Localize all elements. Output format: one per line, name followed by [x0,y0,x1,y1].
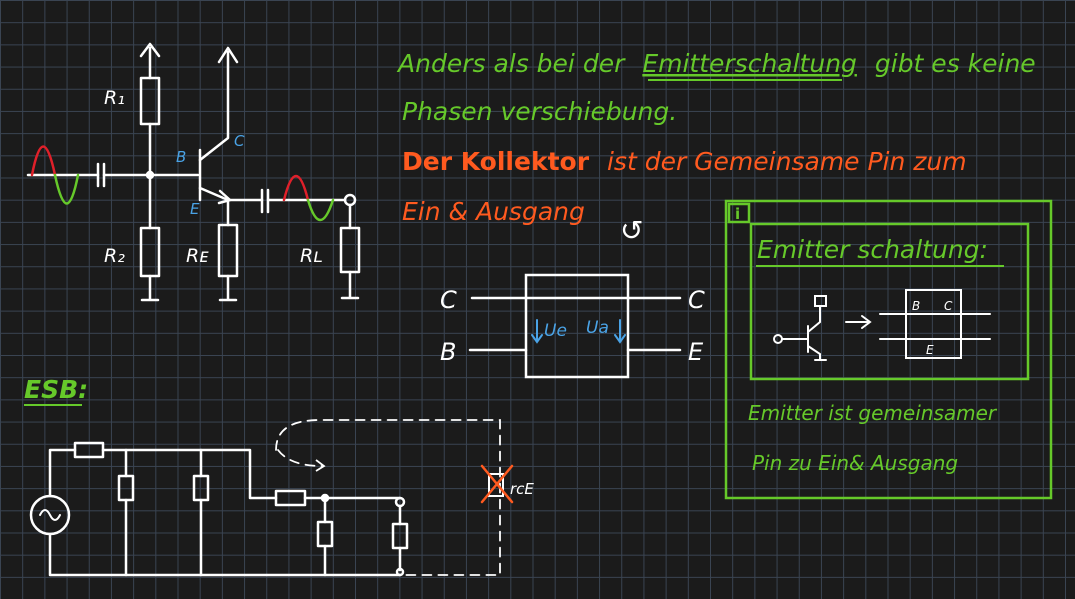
block-c-left: C [440,286,457,314]
note-line-1-c: gibt es keine [875,49,1036,78]
circuit-labels: R₁ R₂ Rᴇ Rʟ [104,87,323,267]
r1-label: R₁ [104,87,125,109]
collector-circuit [26,42,361,302]
input-capacitor [96,162,106,188]
note-symbol: ↺ [620,214,643,247]
input-wave-negative [53,173,80,205]
pin-labels: B C E [176,132,245,218]
esb-rce-cross [480,464,514,504]
output-terminal [343,193,357,207]
note-line-1-a: Anders als bei der [396,49,626,78]
esb-base-resistor [274,489,307,507]
emitter-sketch-collector [807,295,827,333]
esb-current-source-path [275,419,501,576]
output-wave-positive [282,175,310,202]
emitter-block-box [905,289,962,359]
esb-current-arrowhead [315,459,326,472]
transistor-emitter [198,186,232,205]
re-label: Rᴇ [186,245,209,267]
info-box [724,199,1053,500]
block-ua-arrow [614,319,626,344]
info-note-2: Pin zu Ein& Ausgang [752,451,958,475]
note-line-4: Ein & Ausgang [402,197,585,226]
esb-ground-terminal [395,567,405,577]
collector-pin-label: C [234,132,245,150]
block-ue-label: Ue [544,321,567,341]
esb-rl-resistor [391,522,409,550]
block-labels: C B C E [440,286,705,366]
emitter-block-labels: B C E [912,299,953,357]
note-line-1: Anders als bei der Emitterschaltung gibt… [396,49,1036,78]
emitter-circuit-sketch [773,289,991,361]
block-b-left: B [440,338,456,366]
block-c-right: C [688,286,705,314]
esb-dashed-paths [275,419,501,576]
note-line-3-b: ist der Gemeinsame Pin zum [607,147,967,176]
signal-waves [30,145,335,222]
r1-supply-arrow [139,42,161,80]
emitter-sketch-arrow [845,315,872,329]
emitter-sketch-input [773,334,783,344]
esb-rce: rcE [480,464,534,504]
block-diagram [468,273,682,379]
rl-label: Rʟ [300,245,323,267]
info-icon: i [735,205,740,223]
emitter-sketch-emitter [807,345,827,361]
esb-rce-resistor [488,473,504,497]
esb-current-arrow [277,449,323,467]
esb-left-wire [48,448,402,577]
esb-re-resistor [316,520,334,548]
info-icon-frame [727,202,751,224]
base-pin-label: B [176,148,186,166]
esb-label: ESB: [24,375,88,404]
output-capacitor [260,188,270,214]
esb-emitter-node [320,493,330,503]
emitter-block-b: B [912,299,920,313]
re-resistor [217,223,239,278]
esb-source-wave [39,509,61,521]
emitter-pin-label: E [190,200,200,218]
r1-resistor [139,76,161,126]
emitter-block-e: E [926,343,934,357]
info-box-title: Emitter schaltung: [757,235,988,264]
note-line-2: Phasen verschiebung. [402,97,677,126]
esb-circuit [29,441,409,577]
block-box [524,273,630,379]
rl-resistor [339,226,361,274]
note-emitterschaltung: Emitterschaltung [642,49,857,78]
esb-rce-label: rcE [510,480,534,498]
notes: Anders als bei der Emitterschaltung gibt… [396,49,1036,247]
block-ua-label: Ua [586,318,609,338]
note-line-3: Der Kollektor ist der Gemeinsame Pin zum [402,147,967,176]
r2-resistor [139,226,161,278]
output-wave-negative [306,198,335,222]
emitter-block-c: C [944,299,953,313]
esb-shunt-2 [192,474,210,502]
info-box-outer [724,199,1053,500]
emitter-sketch-base [781,325,809,353]
re-wire [218,198,238,302]
info-notes: Emitter ist gemeinsamer Pin zu Ein& Ausg… [748,401,998,475]
esb-shunt-1 [117,474,135,502]
rl-wire [340,203,360,300]
transistor-collector [198,46,239,162]
r2-wire [140,173,160,302]
info-note-1: Emitter ist gemeinsamer [748,401,998,425]
input-wave-positive [30,145,57,177]
block-ue-arrow [531,319,543,344]
block-e-right: E [688,338,704,366]
note-kollektor: Der Kollektor [402,147,590,176]
info-box-inner [749,222,1030,381]
esb-series-resistor [73,441,105,459]
r2-label: R₂ [104,245,125,267]
block-voltage-labels: Ue Ua [544,318,609,341]
